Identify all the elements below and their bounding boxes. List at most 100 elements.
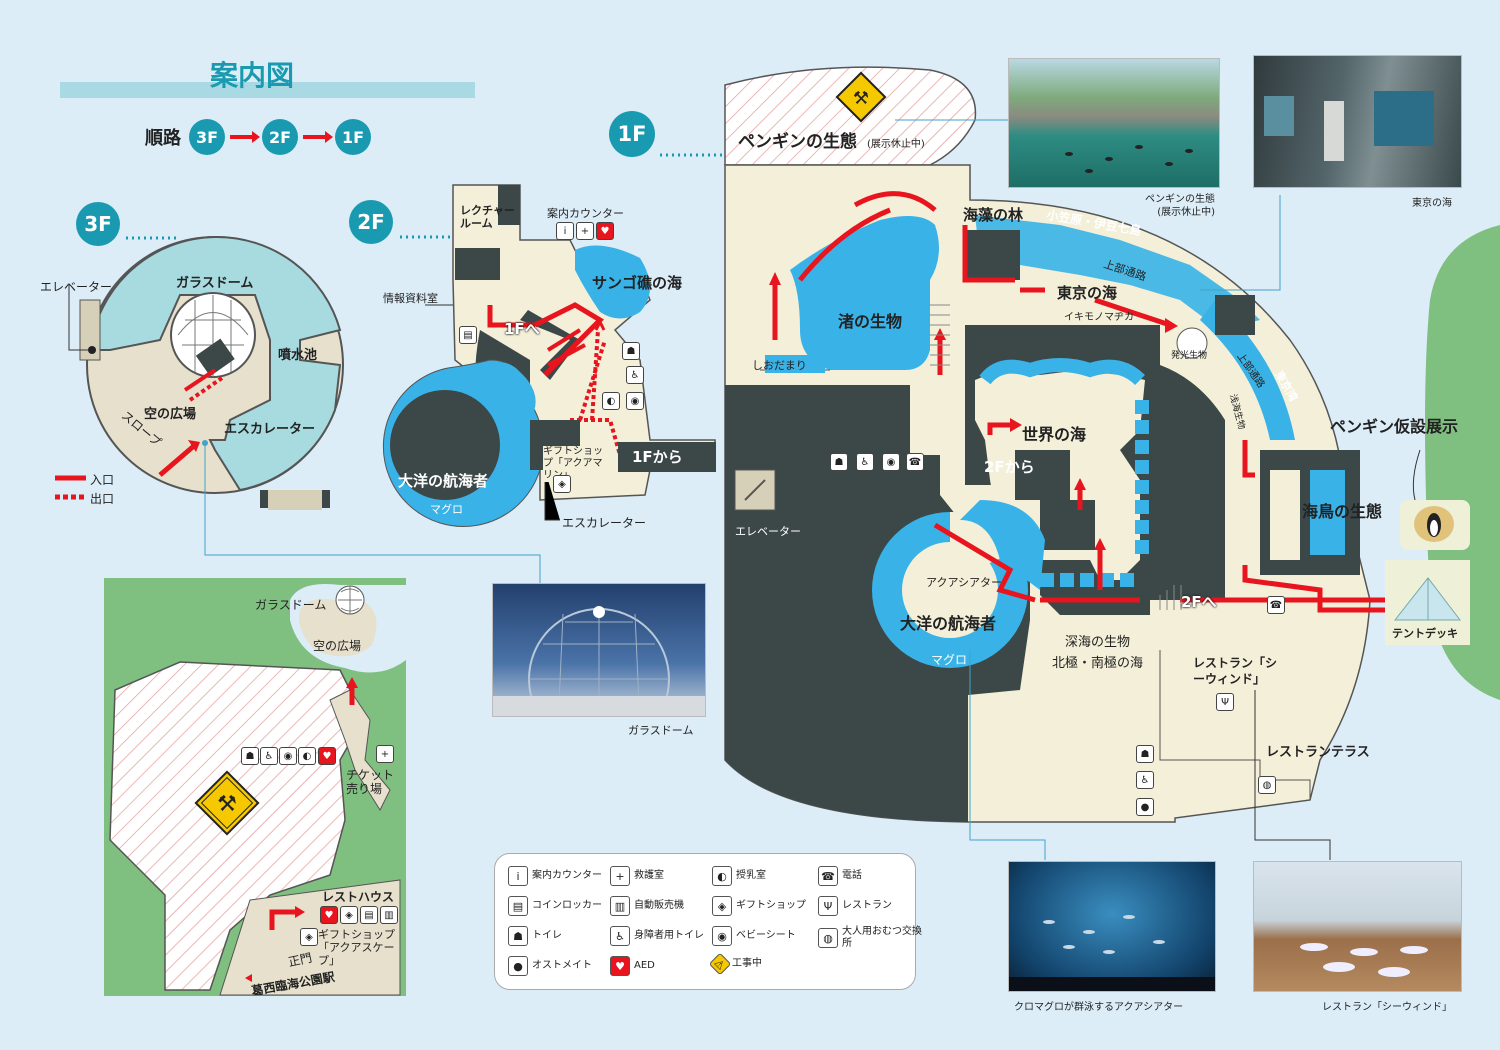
restaurant-icon: Ψ <box>818 896 838 916</box>
penguin-photo-caption: ペンギンの生態(展示休止中) <box>1145 194 1215 218</box>
route-2f-badge: 2F <box>262 119 298 155</box>
1f-from-2f-label: 2Fから <box>984 458 1035 476</box>
2f-from-1f-label: 1Fから <box>632 448 683 466</box>
1f-phone-icon: ☎ <box>906 453 924 471</box>
1f-polar-seas-label: 北極・南極の海 <box>1052 656 1144 671</box>
1f-kelp-forest-label: 海藻の林 <box>963 206 1024 224</box>
2f-toilet-icon: ☗ <box>622 342 640 360</box>
3f-fountain-label: 噴水池 <box>278 348 318 363</box>
2f-nursing-icon: ◐ <box>602 392 620 410</box>
tuna-theater-caption: クロマグロが群泳するアクアシアター <box>1014 1002 1184 1013</box>
title-bar <box>60 82 475 98</box>
giftshop-icon: ◈ <box>300 928 318 946</box>
2f-coral-sea-label: サンゴ礁の海 <box>592 274 683 292</box>
route-3f-badge: 3F <box>189 119 225 155</box>
legend-label: トイレ <box>532 930 562 941</box>
restaurant-photo <box>1253 861 1462 992</box>
1f-to-2f-label: 2Fへ <box>1181 593 1217 611</box>
baby-seat-icon: ◉ <box>712 926 732 946</box>
1f-seabird-label: 海鳥の生態 <box>1302 502 1383 521</box>
facility-legend <box>494 853 916 990</box>
legend-label: 工事中 <box>732 958 762 969</box>
2f-info-icon: i <box>556 222 574 240</box>
1f-ostomate-icon: ● <box>1136 798 1154 816</box>
1f-world-seas-label: 世界の海 <box>1022 425 1087 444</box>
1f-accessible2-icon: ♿ <box>1136 771 1154 789</box>
legend-label: AED <box>634 960 655 971</box>
vending-icon: ▥ <box>610 896 630 916</box>
legend-item: ◐授乳室 <box>712 866 766 886</box>
outdoor-accessible-icon: ♿ <box>260 747 278 765</box>
1f-deep-sea-label: 深海の生物 <box>1065 635 1131 650</box>
2f-tuna-label: マグロ <box>430 503 463 516</box>
svg-text:⚒: ⚒ <box>853 88 869 109</box>
3f-glass-dome-label: ガラスドーム <box>176 276 254 291</box>
legend-item: +救護室 <box>610 866 664 886</box>
legend-item: ●オストメイト <box>508 956 592 976</box>
giftshop-aquascape-label: ギフトショップ「アクアスケープ」 <box>318 928 395 967</box>
resthouse-gift-icon: ◈ <box>340 906 358 924</box>
3f-sky-plaza-label: 空の広場 <box>144 407 197 422</box>
entrance-legend-label: 入口 <box>90 473 115 487</box>
1f-diaper-icon: ◍ <box>1258 776 1276 794</box>
2f-ocean-voyager-label: 大洋の航海者 <box>398 472 489 490</box>
2f-first-aid-icon: + <box>576 222 594 240</box>
1f-bioluminescence-label: 発光生物 <box>1171 351 1208 361</box>
legend-label: 大人用おむつ交換所 <box>842 926 922 949</box>
3f-escalator-label: エスカレーター <box>224 422 316 437</box>
svg-text:⚒: ⚒ <box>217 792 237 817</box>
penguin-photo <box>1008 58 1220 188</box>
legend-label: 案内カウンター <box>532 870 602 881</box>
1f-isoginchaku-label: イキモノマヂカ <box>1064 312 1134 323</box>
1f-tent-deck-label: テントデッキ <box>1392 627 1458 640</box>
2f-info-counter-label: 案内カウンター <box>547 207 624 220</box>
route-1f-badge: 1F <box>335 119 371 155</box>
2f-locker-icon: ▤ <box>459 326 477 344</box>
legend-item: ◉ベビーシート <box>712 926 796 946</box>
1f-tokyo-sea-label: 東京の海 <box>1057 284 1118 302</box>
2f-accessible-icon: ♿ <box>626 366 644 384</box>
aed-icon: ♥ <box>610 956 630 976</box>
diaper-icon: ◍ <box>818 928 838 948</box>
ostomate-icon: ● <box>508 956 528 976</box>
outdoor-nursing-icon: ◐ <box>298 747 316 765</box>
1f-restaurant-terrace-label: レストランテラス <box>1266 745 1370 760</box>
1f-beach-life-label: 渚の生物 <box>838 312 903 331</box>
legend-label: ギフトショップ <box>736 900 806 911</box>
page-title: 案内図 <box>210 59 295 92</box>
1f-penguin-ecology-label: ペンギンの生態 <box>738 132 857 152</box>
1f-penguin-temp-label: ペンギン仮設展示 <box>1330 417 1459 436</box>
legend-label: 電話 <box>842 870 862 881</box>
2f-aed-icon: ♥ <box>596 222 614 240</box>
resthouse-locker-icon: ▤ <box>360 906 378 924</box>
legend-label: 自動販売機 <box>634 900 684 911</box>
legend-item: ▥ 自動販売機 <box>610 896 684 916</box>
tokyo-sea-photo <box>1253 55 1462 188</box>
legend-item: ▤コインロッカー <box>508 896 602 916</box>
legend-label: 救護室 <box>634 870 664 881</box>
1f-restaurant-icon: Ψ <box>1216 693 1234 711</box>
outdoor-first-aid-icon: + <box>376 745 394 763</box>
resthouse-label: レストハウス <box>322 890 395 904</box>
outdoor-sky-plaza-label: 空の広場 <box>313 639 362 653</box>
2f-to-1f-label: 1Fへ <box>504 320 540 338</box>
outdoor-baby-icon: ◉ <box>279 747 297 765</box>
2f-escalator-label: エスカレーター <box>562 516 647 530</box>
legend-label: コインロッカー <box>532 900 602 911</box>
tuna-theater-photo <box>1008 861 1216 992</box>
2f-baby-icon: ◉ <box>626 392 644 410</box>
1f-elevator-label: エレベーター <box>735 525 801 538</box>
1f-baby-icon: ◉ <box>882 453 900 471</box>
1f-aqua-theater-label: アクアシアター <box>926 576 1003 589</box>
1f-tuna-label: マグロ <box>931 653 968 667</box>
floor-2f-badge: 2F <box>349 200 393 244</box>
2f-lecture-label: レクチャールーム <box>460 204 515 230</box>
tokyo-sea-caption: 東京の海 <box>1412 198 1452 209</box>
exit-legend-label: 出口 <box>90 492 115 506</box>
outdoor-aed-icon: ♥ <box>318 747 336 765</box>
